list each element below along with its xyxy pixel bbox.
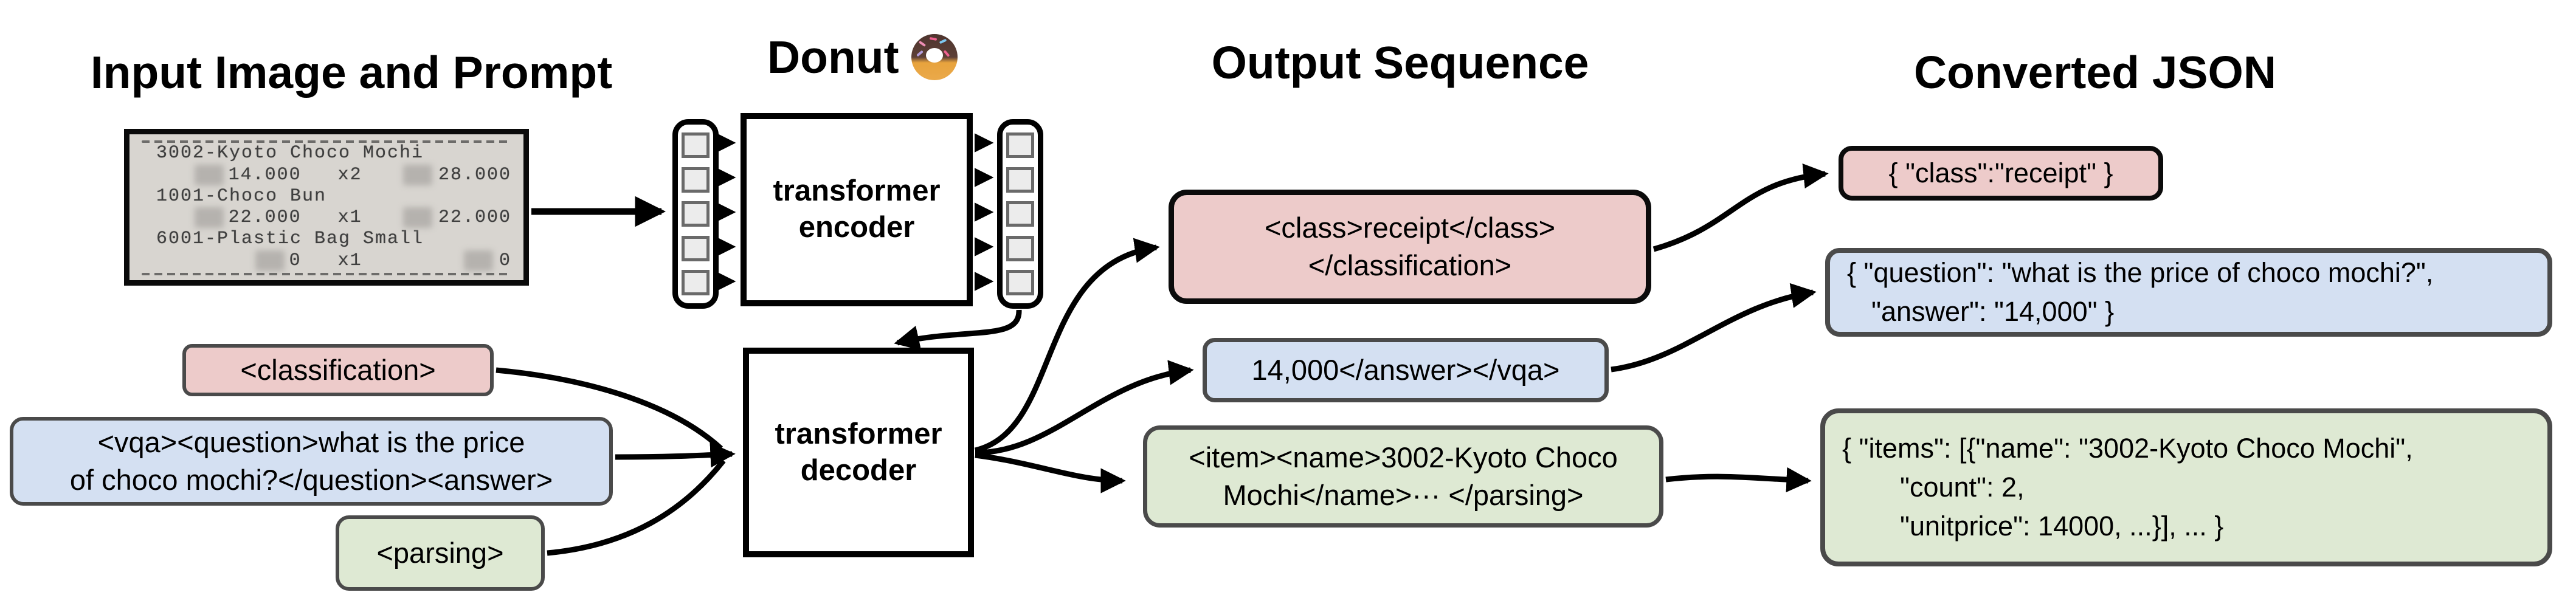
- receipt-item-name: 6001-Plastic Bag Small: [156, 229, 424, 250]
- column-title-output: Output Sequence: [1211, 37, 1589, 88]
- patch-token: [682, 167, 710, 193]
- patch-token: [682, 201, 710, 227]
- patch-token: [682, 270, 710, 295]
- arrow-vqa-output-to-json: [1611, 283, 1817, 373]
- encoder-label-line2: encoder: [798, 211, 915, 244]
- embedding-token: [1006, 167, 1034, 193]
- transformer-encoder-block: transformer encoder: [741, 113, 973, 306]
- column-title-json: Converted JSON: [1914, 47, 2276, 98]
- arrows-encoder-to-embeddings: [974, 133, 994, 291]
- json-vqa-box: { "question": "what is the price of choc…: [1825, 248, 2552, 337]
- arrow-classification-prompt-to-decoder: [496, 367, 723, 451]
- encoder-output-embeddings: [997, 119, 1043, 309]
- json-classification-box: { "class":"receipt" }: [1839, 146, 2163, 201]
- receipt-item-amounts: 14.000 x2 28.000: [142, 164, 511, 186]
- redaction-patch: [194, 164, 224, 185]
- donut-icon: [911, 34, 958, 80]
- arrow-parsing-prompt-to-decoder: [547, 459, 726, 556]
- receipt-image: 3002-Kyoto Choco Mochi 14.000 x2 28.000 …: [124, 129, 529, 286]
- embedding-token: [1006, 201, 1034, 227]
- arrow-embeddings-to-decoder: [894, 309, 1022, 351]
- output-classification-box: <class>receipt</class> </classification>: [1169, 190, 1651, 304]
- embedding-token: [1006, 270, 1034, 295]
- redaction-patch: [194, 207, 224, 229]
- decoder-label-line1: transformer: [775, 417, 942, 450]
- receipt-item-name: 3002-Kyoto Choco Mochi: [156, 143, 424, 164]
- redaction-patch: [255, 250, 285, 271]
- redaction-patch: [402, 164, 432, 185]
- patch-token: [682, 235, 710, 261]
- arrow-vqa-prompt-to-decoder: [615, 442, 736, 468]
- image-patch-tokens: [672, 119, 719, 309]
- receipt-divider-top: [142, 140, 511, 143]
- embedding-token: [1006, 235, 1034, 261]
- receipt-item-amounts: 0 x1 0: [142, 250, 511, 272]
- prompt-classification-box: <classification>: [182, 344, 494, 396]
- prompt-vqa-box: <vqa><question>what is the price of choc…: [10, 417, 613, 506]
- encoder-label-line1: transformer: [773, 174, 941, 208]
- receipt-item-name: 1001-Choco Bun: [156, 185, 327, 207]
- receipt-divider-bottom: [142, 272, 511, 275]
- arrow-classification-output-to-json: [1652, 163, 1829, 252]
- output-vqa-box: 14,000</answer></vqa>: [1203, 338, 1609, 402]
- arrow-parsing-output-to-json: [1665, 467, 1812, 493]
- redaction-patch: [463, 250, 493, 271]
- column-title-input: Input Image and Prompt: [90, 47, 613, 98]
- patch-token: [682, 132, 710, 158]
- arrow-decoder-to-parsing-output: [975, 452, 1126, 493]
- json-parsing-box: { "items": [{"name": "3002-Kyoto Choco M…: [1820, 408, 2552, 566]
- prompt-parsing-box: <parsing>: [336, 515, 545, 591]
- arrow-decoder-to-classification-output: [974, 238, 1160, 453]
- model-title-label: Donut: [767, 32, 899, 83]
- output-parsing-box: <item><name>3002-Kyoto Choco Mochi</name…: [1143, 425, 1663, 528]
- embedding-token: [1006, 132, 1034, 158]
- transformer-decoder-block: transformer decoder: [743, 348, 974, 557]
- column-title-model: Donut: [767, 32, 958, 83]
- receipt-item-amounts: 22.000 x1 22.000: [142, 207, 511, 229]
- decoder-label-line2: decoder: [800, 453, 917, 487]
- arrow-decoder-to-vqa-output: [975, 360, 1194, 456]
- redaction-patch: [402, 207, 432, 229]
